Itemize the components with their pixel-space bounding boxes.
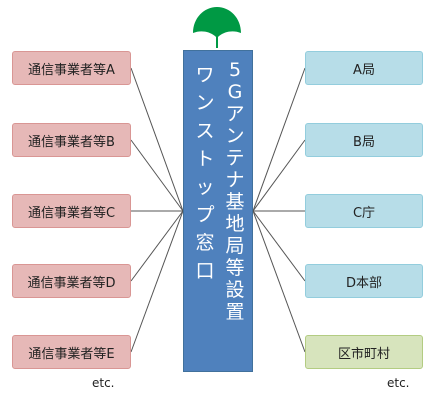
line-left-a — [130, 67, 184, 212]
center-char: ス — [195, 120, 215, 142]
center-char: ン — [195, 92, 215, 114]
center-char: ッ — [195, 176, 215, 198]
center-char: ン — [225, 125, 245, 147]
left-box-label: 通信事業者等D — [27, 275, 116, 291]
center-char: 窓 — [195, 232, 215, 254]
center-char: 局 — [225, 235, 245, 257]
line-right-b — [252, 139, 306, 212]
right-box-label: A局 — [353, 62, 375, 78]
center-char: ト — [195, 148, 215, 170]
center-char: 基 — [225, 191, 245, 213]
right-box-label: C庁 — [352, 205, 376, 221]
etc-label-right: etc. — [387, 376, 410, 390]
center-char: 5 — [228, 59, 242, 81]
center-char: ア — [225, 103, 245, 125]
center-char: 地 — [225, 213, 245, 235]
right-box-label: D本部 — [345, 275, 382, 291]
etc-label-left: etc. — [92, 376, 115, 390]
right-box-b: B局 — [305, 123, 423, 157]
line-right-d — [252, 210, 306, 282]
center-char: ワ — [195, 64, 215, 86]
left-box-label: 通信事業者等C — [27, 205, 116, 221]
right-box-a: A局 — [305, 51, 423, 85]
center-title-column-left: ワ ン ス ト ッ プ 窓 口 — [190, 61, 220, 285]
one-stop-window-box: 5 G ア ン テ ナ 基 地 局 等 設 置 ワ ン ス ト ッ プ 窓 口 — [183, 50, 253, 372]
line-left-b — [130, 139, 184, 212]
line-right-a — [252, 67, 306, 212]
center-char: プ — [195, 204, 215, 226]
center-char: 等 — [225, 257, 245, 279]
line-left-e — [130, 210, 184, 353]
right-box-label: 区市町村 — [337, 346, 390, 362]
left-box-e: 通信事業者等E — [12, 335, 131, 369]
center-char: 置 — [225, 301, 245, 323]
left-box-label: 通信事業者等E — [28, 346, 115, 362]
center-char: 口 — [195, 260, 215, 282]
line-left-d — [130, 210, 184, 282]
center-title-column-right: 5 G ア ン テ ナ 基 地 局 等 設 置 — [220, 59, 250, 323]
left-box-label: 通信事業者等B — [28, 134, 115, 150]
left-box-a: 通信事業者等A — [12, 51, 131, 85]
right-box-label: B局 — [353, 134, 375, 150]
left-box-d: 通信事業者等D — [12, 264, 131, 298]
center-char: G — [227, 81, 243, 103]
left-box-label: 通信事業者等A — [28, 62, 115, 78]
left-box-c: 通信事業者等C — [12, 194, 131, 228]
left-box-b: 通信事業者等B — [12, 123, 131, 157]
ginkgo-leaf-logo — [193, 7, 241, 48]
center-char: 設 — [225, 279, 245, 301]
right-box-c: C庁 — [305, 194, 423, 228]
center-char: ナ — [225, 169, 245, 191]
right-box-municipal: 区市町村 — [305, 335, 423, 369]
line-right-e — [252, 210, 306, 353]
center-char: テ — [225, 147, 245, 169]
right-box-d: D本部 — [305, 264, 423, 298]
